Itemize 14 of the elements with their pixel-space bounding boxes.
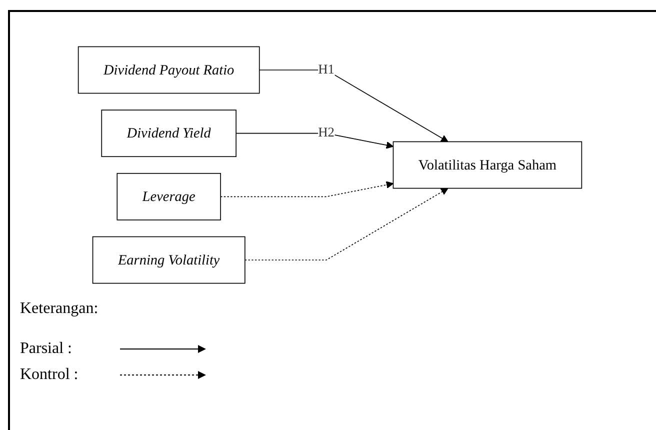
legend-text: Parsial : (20, 340, 73, 358)
legend-text: Kontrol : (20, 366, 80, 384)
edge-label: H1 (318, 62, 335, 77)
node-box: Dividend Payout Ratio (78, 46, 260, 94)
arrow (244, 188, 448, 260)
edge-label: H2 (318, 126, 335, 140)
node-box: Volatilitas Harga Saham (392, 141, 582, 189)
legend-heading: Keterangan: (20, 300, 98, 318)
node-box: Dividend Yield (101, 110, 236, 158)
arrow (258, 70, 448, 142)
arrow (236, 132, 394, 149)
arrow (220, 181, 394, 198)
node-box: Earning Volatility (92, 236, 246, 284)
node-box: Leverage (116, 172, 221, 220)
